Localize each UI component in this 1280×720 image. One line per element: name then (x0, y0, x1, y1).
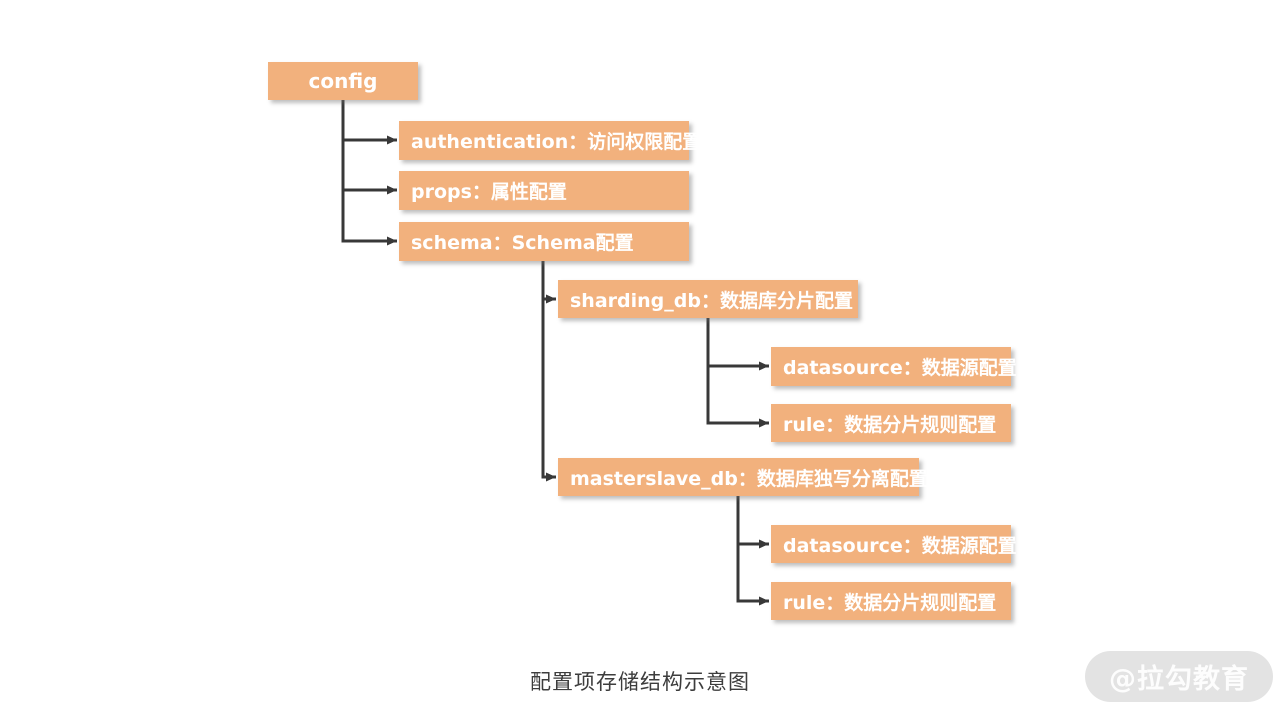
node-sharding-rule-label: rule：数据分片规则配置 (783, 413, 997, 436)
node-sharding-db: sharding_db：数据库分片配置 (558, 280, 858, 318)
node-masterslave-rule-label: rule：数据分片规则配置 (783, 591, 997, 614)
node-sharding-datasource: datasource：数据源配置 (771, 347, 1017, 386)
node-config: config (268, 62, 418, 100)
watermark-text: @拉勾教育 (1109, 664, 1249, 695)
watermark-badge: @拉勾教育 (1085, 651, 1273, 702)
node-config-label: config (308, 69, 378, 93)
node-masterslave-datasource: datasource：数据源配置 (771, 525, 1017, 563)
node-masterslave-rule: rule：数据分片规则配置 (771, 582, 1011, 620)
node-schema-label: schema：Schema配置 (411, 232, 634, 254)
node-masterslave-db: masterslave_db：数据库独写分离配置 (558, 458, 928, 496)
node-props: props：属性配置 (399, 171, 689, 210)
node-masterslave-datasource-label: datasource：数据源配置 (783, 534, 1017, 557)
node-authentication-label: authentication：访问权限配置 (411, 131, 702, 153)
node-authentication: authentication：访问权限配置 (399, 121, 701, 160)
node-sharding-datasource-label: datasource：数据源配置 (783, 357, 1017, 379)
node-props-label: props：属性配置 (411, 181, 567, 203)
node-sharding-rule: rule：数据分片规则配置 (771, 404, 1011, 442)
node-masterslave-db-label: masterslave_db：数据库独写分离配置 (570, 467, 928, 490)
diagram-caption: 配置项存储结构示意图 (530, 670, 750, 694)
node-schema: schema：Schema配置 (399, 222, 689, 261)
node-sharding-db-label: sharding_db：数据库分片配置 (570, 289, 853, 312)
